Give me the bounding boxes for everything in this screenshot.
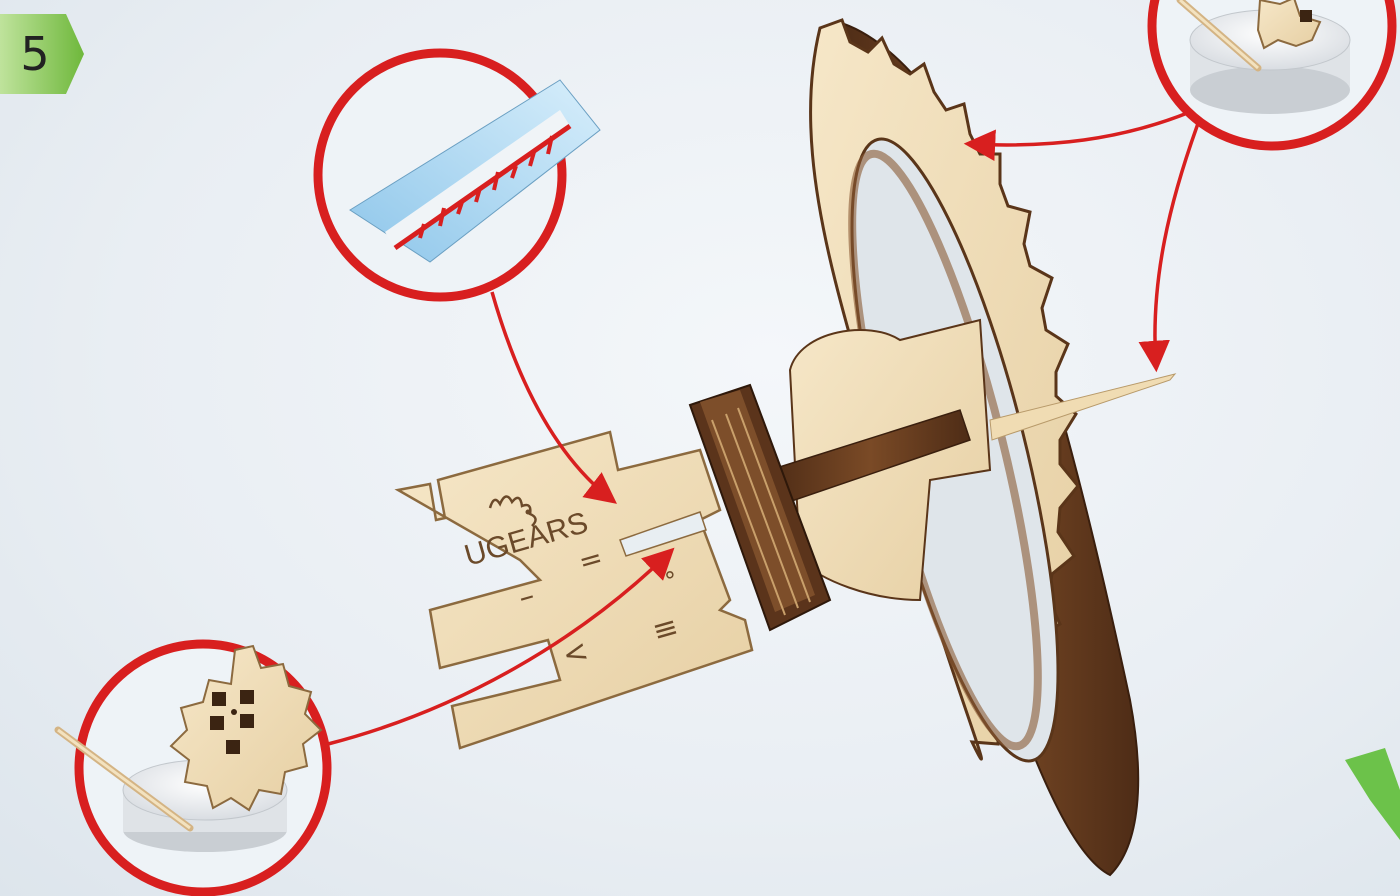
arrow-wax-to-axle xyxy=(1155,118,1200,366)
ruler-callout xyxy=(318,53,600,297)
decorative-green-shape xyxy=(1345,748,1400,840)
wax-callout-top xyxy=(1152,0,1392,146)
arrow-wax-to-gear xyxy=(970,112,1190,145)
wax-callout-bottom xyxy=(58,644,327,892)
